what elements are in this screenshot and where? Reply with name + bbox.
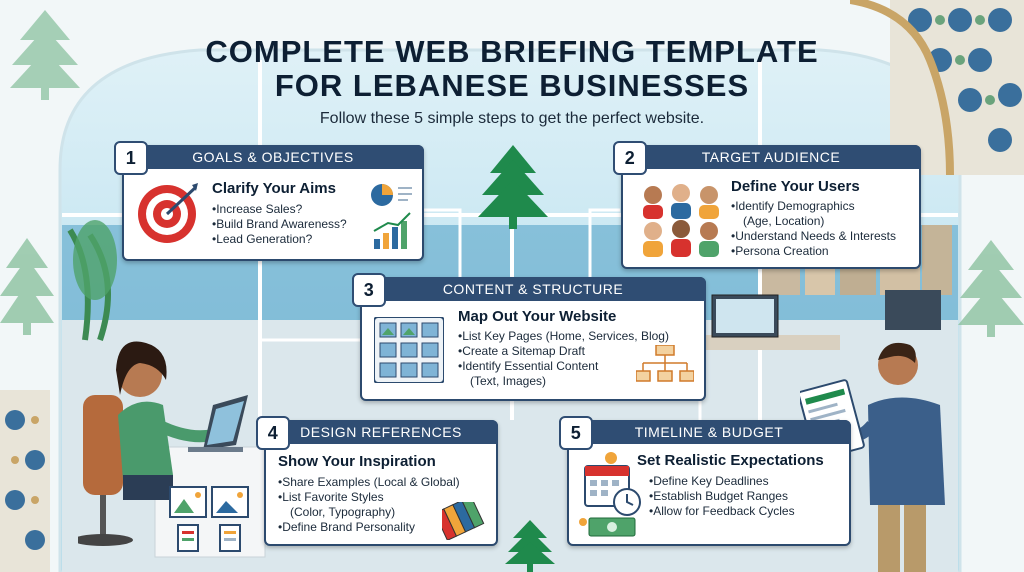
list-item: List Favorite Styles <box>278 490 460 505</box>
step-heading: TARGET AUDIENCE <box>701 149 841 165</box>
step-bullets: Define Key Deadlines Establish Budget Ra… <box>649 474 795 519</box>
page-subtitle: Follow these 5 simple steps to get the p… <box>319 110 705 127</box>
step-heading: CONTENT & STRUCTURE <box>442 281 624 297</box>
list-item: Persona Creation <box>731 244 896 259</box>
step-bullets: List Key Pages (Home, Services, Blog) Cr… <box>458 329 669 389</box>
list-item: Share Examples (Local & Global) <box>278 475 459 490</box>
page-title-line-1: COMPLETE WEB BRIEFING TEMPLATE <box>205 34 819 69</box>
list-item: Identify Essential Content <box>458 359 669 374</box>
step-title: Map Out Your Website <box>458 308 617 325</box>
step-title: Show Your Inspiration <box>278 453 436 470</box>
list-item: Build Brand Awareness? <box>212 217 347 232</box>
step-heading: TIMELINE & BUDGET <box>634 424 784 440</box>
step-number: 4 <box>256 416 290 450</box>
list-item: Lead Generation? <box>212 232 347 247</box>
list-item: List Key Pages (Home, Services, Blog) <box>458 329 669 344</box>
tile-pattern-bottom-left <box>0 390 50 572</box>
list-item: (Text, Images) <box>470 374 547 388</box>
cedar-tree-icon <box>0 238 54 335</box>
step-header: 1 GOALS & OBJECTIVES <box>114 141 424 175</box>
image-gallery-icon <box>169 486 249 552</box>
step-title: Set Realistic Expectations <box>637 452 824 469</box>
step-card-timeline: 5 TIMELINE & BUDGET Set Realistic Expect… <box>559 416 851 546</box>
list-item: Identify Demographics <box>731 199 896 214</box>
step-card-design: 4 DESIGN REFERENCES Show Your Inspiratio… <box>256 416 498 546</box>
step-bullets: Share Examples (Local & Global) List Fav… <box>278 475 460 535</box>
list-item: Allow for Feedback Cycles <box>649 504 794 519</box>
step-number: 1 <box>114 141 148 175</box>
list-item: Understand Needs & Interests <box>731 229 896 244</box>
list-item: Create a Sitemap Draft <box>458 344 669 359</box>
step-card-content: 3 CONTENT & STRUCTURE Map Out Your Websi… <box>352 273 706 401</box>
users-group-icon <box>643 184 719 257</box>
color-palette-icon <box>442 502 485 540</box>
cedar-tree-icon <box>958 240 1024 337</box>
cedar-tree-icon <box>10 10 80 100</box>
list-item: (Age, Location) <box>743 214 825 228</box>
list-item: Establish Budget Ranges <box>649 489 795 504</box>
step-bullets: Increase Sales? Build Brand Awareness? L… <box>212 202 347 247</box>
step-number: 5 <box>559 416 593 450</box>
step-card-audience: 2 TARGET AUDIENCE Define Your Users Iden… <box>613 141 921 269</box>
step-card-goals: 1 GOALS & OBJECTIVES Clarify Your Aims I… <box>114 141 424 261</box>
step-header: 4 DESIGN REFERENCES <box>256 416 498 450</box>
list-item: Define Brand Personality <box>278 520 460 535</box>
step-header: 2 TARGET AUDIENCE <box>613 141 921 175</box>
content-grid-icon <box>374 317 444 383</box>
step-heading: GOALS & OBJECTIVES <box>192 149 354 165</box>
page-title-line-2: FOR LEBANESE BUSINESSES <box>274 68 750 103</box>
sitemap-icon <box>636 345 694 382</box>
step-number: 2 <box>613 141 647 175</box>
list-item: Increase Sales? <box>212 202 347 217</box>
step-title: Clarify Your Aims <box>212 180 336 197</box>
step-heading: DESIGN REFERENCES <box>300 424 462 440</box>
step-number: 3 <box>352 273 386 307</box>
woman-illustration <box>78 341 248 546</box>
calendar-clock-icon <box>579 452 641 537</box>
chart-icon <box>371 184 412 249</box>
step-title: Define Your Users <box>731 178 860 195</box>
cedar-tree-icon <box>505 520 555 572</box>
target-icon <box>138 183 198 243</box>
step-header: 3 CONTENT & STRUCTURE <box>352 273 706 307</box>
step-bullets: Identify Demographics (Age, Location) Un… <box>731 199 896 259</box>
list-item: (Color, Typography) <box>290 505 396 519</box>
list-item: Define Key Deadlines <box>649 474 795 489</box>
step-header: 5 TIMELINE & BUDGET <box>559 416 851 450</box>
cedar-tree-icon <box>478 145 548 229</box>
